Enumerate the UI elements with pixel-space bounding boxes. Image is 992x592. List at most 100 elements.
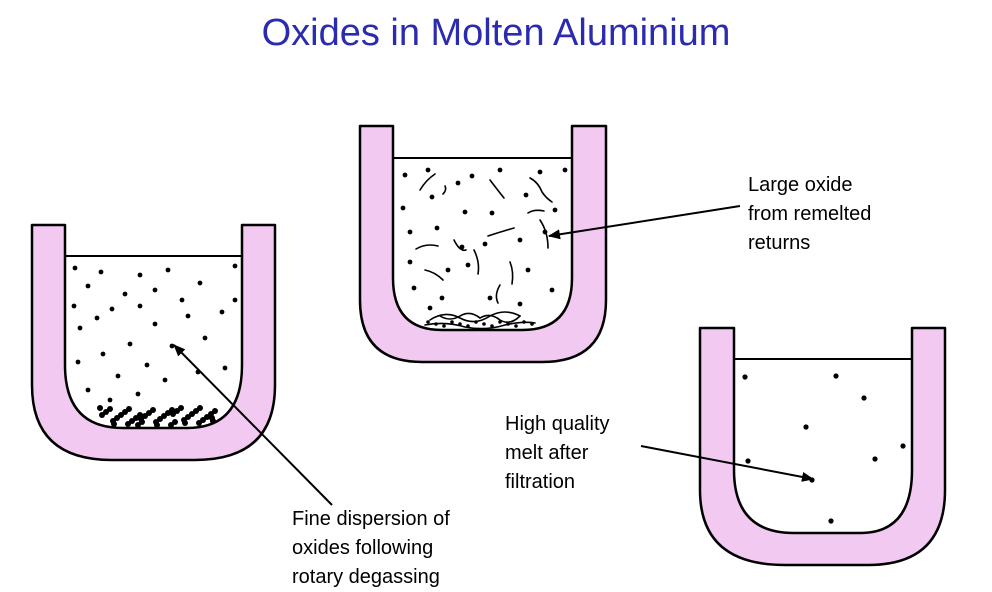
oxide-film [429, 311, 521, 323]
oxide-particle [489, 210, 495, 216]
oxide-film [439, 312, 481, 320]
oxide-film [442, 185, 447, 195]
oxide-particle [442, 324, 446, 328]
crucible-wall [30, 223, 277, 462]
oxide-particle [517, 237, 523, 243]
oxide-particle [872, 456, 878, 462]
oxide-particle [210, 418, 216, 424]
oxide-particle [196, 420, 202, 426]
oxide-particle [94, 315, 100, 321]
oxide-particle [97, 405, 103, 411]
oxide-particle [168, 422, 174, 428]
oxide-film [479, 314, 521, 324]
oxide-particle [137, 272, 143, 278]
label-remelted-returns: Large oxide from remelted returns [748, 171, 871, 258]
crucible-rotary-degassing [30, 223, 277, 462]
oxide-particle [426, 320, 430, 324]
oxide-particle [137, 303, 143, 309]
oxide-film [415, 244, 439, 250]
diagram-title: Oxides in Molten Aluminium [261, 12, 731, 54]
oxide-particle [85, 283, 91, 289]
crucible-filtration [698, 326, 947, 567]
oxide-particle [833, 373, 839, 379]
label-line: from remelted [748, 203, 872, 225]
oxide-particle [99, 412, 105, 418]
oxide-particle [549, 287, 555, 293]
oxide-particle [407, 259, 413, 265]
oxide-particle [182, 420, 188, 426]
oxide-particle [179, 297, 185, 303]
oxide-particle [745, 458, 751, 464]
oxide-particle [462, 209, 468, 215]
oxide-particle [98, 269, 104, 275]
label-rotary-degassing: Fine dispersion of oxides following rota… [292, 505, 450, 592]
oxide-particle [407, 229, 413, 235]
oxide-particle [197, 280, 203, 286]
label-line: High quality [505, 413, 610, 435]
oxide-particle [552, 207, 558, 213]
oxide-particle [111, 421, 117, 427]
oxide-particle [525, 267, 531, 273]
oxide-particle [487, 295, 493, 301]
oxide-particle [232, 297, 238, 303]
oxide-particle [219, 309, 225, 315]
oxide-particle [434, 225, 440, 231]
oxide-particle [425, 167, 431, 173]
oxide-particle [185, 313, 191, 319]
oxide-film [539, 219, 549, 249]
oxide-particle [465, 262, 471, 268]
oxide-particle [135, 391, 141, 397]
oxide-film [509, 261, 514, 285]
oxide-particle [162, 377, 168, 383]
oxide-particle [523, 192, 529, 198]
oxide-particle [482, 322, 486, 326]
label-line: oxides following [292, 537, 434, 559]
oxide-particle [75, 359, 81, 365]
oxide-particle [803, 424, 809, 430]
oxide-film [529, 177, 553, 203]
label-filtration: High quality melt after filtration [505, 410, 610, 497]
oxide-particle [100, 351, 106, 357]
oxide-particle [144, 362, 150, 368]
oxide-particle [900, 443, 906, 449]
label-line: Large oxide [748, 174, 853, 196]
oxide-films-large [415, 173, 553, 330]
label-line: Fine dispersion of [292, 508, 450, 530]
oxide-particle [85, 387, 91, 393]
oxide-particle [439, 295, 445, 301]
oxide-particle [514, 324, 518, 328]
oxide-particle [469, 173, 475, 179]
crucible-wall [358, 124, 608, 364]
oxide-particle [122, 291, 128, 297]
crucible-wall [698, 326, 947, 567]
oxide-particle [222, 365, 228, 371]
oxide-particle [400, 205, 406, 211]
oxide-particle [497, 167, 503, 173]
oxide-film [453, 239, 467, 252]
oxide-particle [562, 167, 568, 173]
oxide-particle [490, 324, 494, 328]
oxide-particle [72, 265, 78, 271]
label-line: melt after [505, 442, 589, 464]
oxide-particle [537, 169, 543, 175]
oxide-particles-fine [71, 263, 238, 428]
oxide-particle [135, 422, 141, 428]
oxide-film [424, 321, 536, 330]
oxide-particle [107, 397, 113, 403]
oxide-film [489, 179, 505, 199]
oxide-particle [152, 287, 158, 293]
oxide-particle [828, 518, 834, 524]
label-line: filtration [505, 471, 576, 493]
oxide-particle [169, 343, 175, 349]
oxide-particles-sparse [742, 373, 906, 524]
oxide-particle [202, 335, 208, 341]
oxide-film [487, 227, 515, 237]
oxide-particle [742, 374, 748, 380]
oxide-particle [127, 341, 133, 347]
oxide-particle [152, 321, 158, 327]
oxide-particle [482, 241, 488, 247]
oxide-particle [445, 267, 451, 273]
oxide-particle [429, 194, 435, 200]
